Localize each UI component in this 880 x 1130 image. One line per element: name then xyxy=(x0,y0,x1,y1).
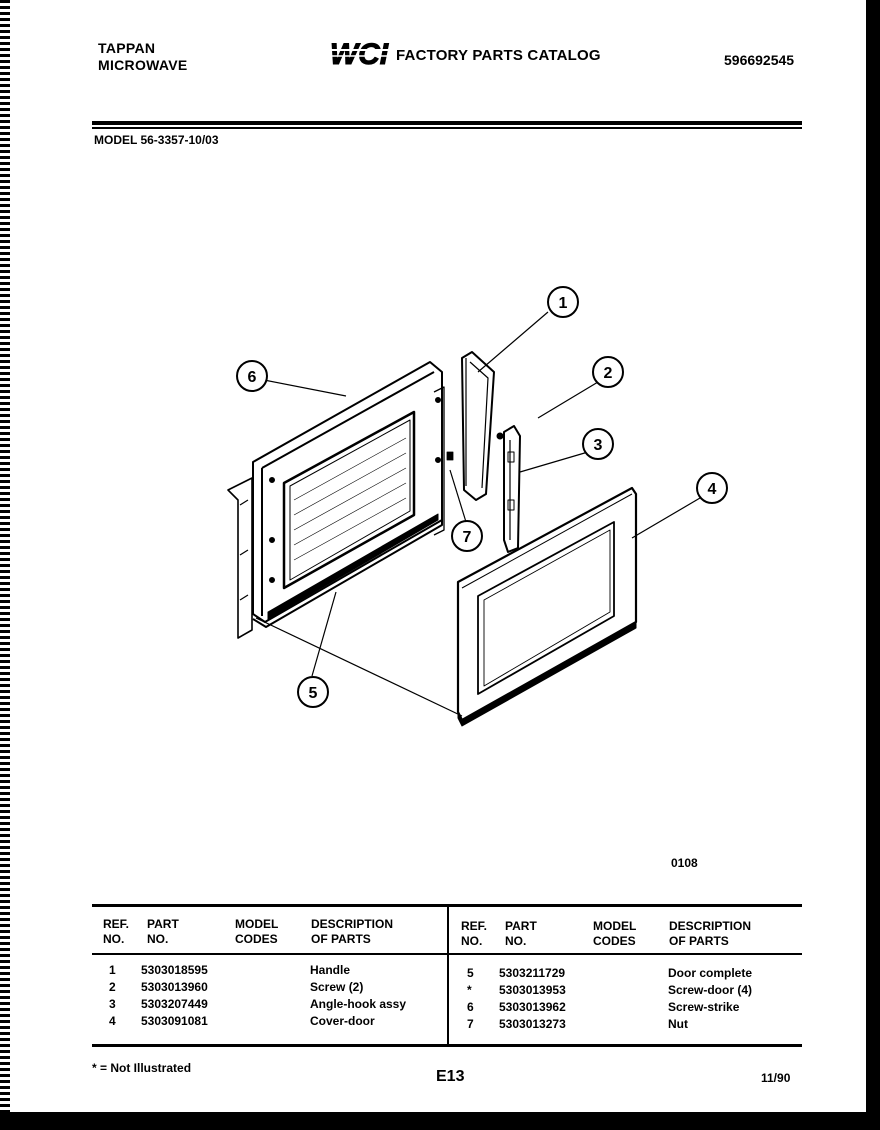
table-row: 6 5303013962 Screw-strike xyxy=(467,1000,740,1014)
angle-hook xyxy=(503,425,521,553)
parts-list-left: 1 5303018595 Handle 2 5303013960 Screw (… xyxy=(103,962,443,1030)
callout-label-4: 4 xyxy=(708,481,717,498)
footnote: * = Not Illustrated xyxy=(92,1061,192,1075)
cover-door xyxy=(456,486,638,727)
svg-text:WCI: WCI xyxy=(330,38,389,69)
wci-logo-icon: WCI xyxy=(328,37,390,69)
header-rule-thin xyxy=(92,127,802,129)
revision-date: 11/90 xyxy=(761,1071,791,1085)
model-number: MODEL 56-3357-10/03 xyxy=(94,133,219,147)
scan-edge-right xyxy=(866,0,880,1130)
table-row: 2 5303013960 Screw (2) xyxy=(109,980,364,994)
door-frame xyxy=(227,361,445,639)
scan-edge-bottom xyxy=(0,1112,880,1130)
scan-edge-left xyxy=(0,0,10,1130)
callout-label-6: 6 xyxy=(248,369,257,386)
table-row: 3 5303207449 Angle-hook assy xyxy=(109,997,407,1011)
catalog-number: 596692545 xyxy=(724,52,795,68)
figure-code: 0108 xyxy=(671,856,698,870)
callout-label-5: 5 xyxy=(309,685,318,702)
callout-label-3: 3 xyxy=(594,437,603,454)
table-row: 7 5303013273 Nut xyxy=(467,1017,688,1031)
callout-label-1: 1 xyxy=(559,295,568,312)
header-rule xyxy=(92,121,802,125)
callout-5 xyxy=(297,676,329,708)
callout-label-7: 7 xyxy=(463,529,472,546)
table-rule-bottom xyxy=(92,1044,802,1047)
table-divider xyxy=(447,907,449,1044)
header-ref: REF.NO. xyxy=(103,917,130,946)
handle xyxy=(461,351,495,501)
callout-4 xyxy=(696,472,728,504)
callout-label-2: 2 xyxy=(604,365,613,382)
brand-name: TAPPAN xyxy=(98,40,156,56)
callout-1 xyxy=(547,286,579,318)
callout-2 xyxy=(592,356,624,388)
header-ref-right: REF.NO. xyxy=(461,919,488,948)
table-row: * 5303013953 Screw-door (4) xyxy=(467,983,753,997)
callout-6 xyxy=(236,360,268,392)
table-row: 1 5303018595 Handle xyxy=(109,963,351,977)
callout-3 xyxy=(582,428,614,460)
brand-product: MICROWAVE xyxy=(98,57,188,73)
callout-7 xyxy=(451,520,483,552)
table-row: 4 5303091081 Cover-door xyxy=(109,1014,375,1028)
parts-list-right: 5 5303211729 Door complete * 5303013953 … xyxy=(461,965,801,1033)
page-number: E13 xyxy=(436,1068,465,1085)
catalog-title: FACTORY PARTS CATALOG xyxy=(396,47,601,64)
table-row: 5 5303211729 Door complete xyxy=(467,966,753,980)
table-rule-top xyxy=(92,904,802,907)
brand-block: TAPPAN MICROWAVE xyxy=(98,40,188,74)
